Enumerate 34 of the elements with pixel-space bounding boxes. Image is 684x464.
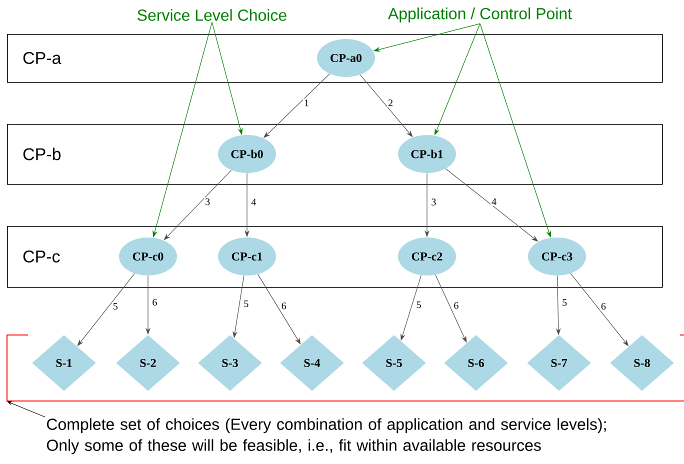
diamond-node: S-1 bbox=[32, 335, 96, 391]
edge-label: 4 bbox=[250, 198, 258, 206]
callout-label: Service Level Choice bbox=[138, 9, 286, 21]
edge-label: 6 bbox=[151, 298, 158, 307]
edge-label: 5 bbox=[242, 299, 250, 308]
callout-label: Application / Control Point bbox=[388, 8, 572, 22]
diamond-node: S-2 bbox=[116, 335, 180, 391]
edge-label: 5 bbox=[561, 298, 568, 307]
ellipse-node: CP-a0 bbox=[317, 39, 375, 77]
diamond-node: S-7 bbox=[527, 335, 591, 391]
edge-label: 5 bbox=[112, 302, 119, 311]
edge-label: 6 bbox=[600, 302, 607, 311]
diamond-node: S-4 bbox=[280, 335, 344, 391]
edge-label: 3 bbox=[430, 198, 438, 206]
edge-label: 2 bbox=[387, 98, 394, 108]
diamond-node: S-8 bbox=[610, 335, 674, 391]
ellipse-node: CP-b1 bbox=[398, 135, 456, 173]
leader-line bbox=[7, 401, 46, 418]
diamond-node: S-5 bbox=[362, 335, 426, 391]
edge-label: 4 bbox=[490, 197, 498, 206]
ellipse-node: CP-c0 bbox=[119, 238, 177, 276]
diamond-node: S-3 bbox=[198, 335, 262, 391]
ellipse-node: CP-c3 bbox=[528, 238, 586, 276]
diamond-node: S-6 bbox=[444, 335, 508, 391]
edge-label: 6 bbox=[452, 301, 460, 310]
ellipse-node: CP-b0 bbox=[218, 135, 276, 173]
edge-label: 1 bbox=[303, 98, 310, 108]
ellipse-node: CP-c2 bbox=[398, 238, 456, 276]
edge-label: 6 bbox=[280, 302, 288, 310]
edge-label: 5 bbox=[415, 300, 422, 310]
bracket-box bbox=[6, 334, 684, 402]
ellipse-node: CP-c1 bbox=[218, 238, 276, 276]
note-text: Complete set of choices (Every combination of application and service levels); Only some of these will be feasible, i.e., fit within available resources bbox=[46, 418, 606, 454]
edge-label: 3 bbox=[204, 197, 212, 206]
